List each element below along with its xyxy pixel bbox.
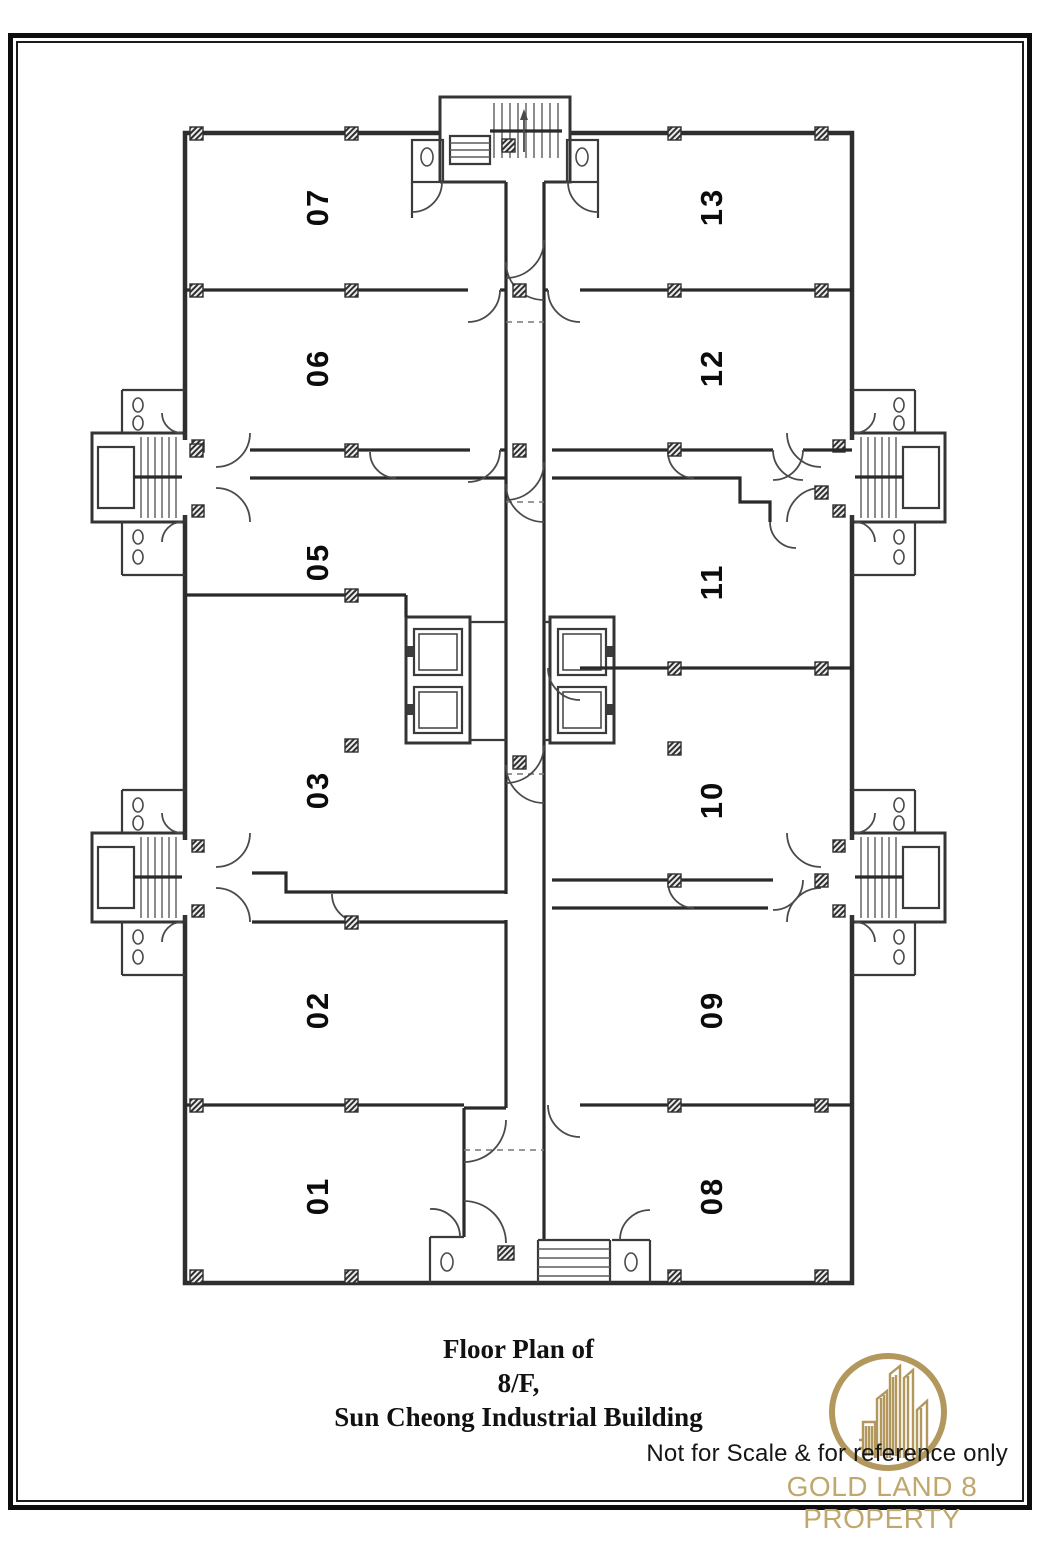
stair-direction-arrow — [520, 109, 528, 120]
building-outline — [182, 130, 855, 1286]
toilet-room-bottom-right — [612, 1209, 652, 1283]
page-border-outer — [8, 33, 1032, 1510]
gold-land-8-logo-icon — [829, 1353, 947, 1471]
central-corridor — [462, 182, 546, 1244]
lift-door-mark — [407, 646, 413, 657]
page-border-inner — [16, 41, 1024, 1502]
unit-label-05: 05 — [300, 543, 335, 581]
unit-label-11: 11 — [694, 564, 729, 601]
elevator-bank-left — [404, 615, 506, 745]
unit-label-10: 10 — [694, 781, 729, 819]
unit-labels: 07 06 05 03 02 01 13 12 11 10 09 08 — [300, 188, 729, 1215]
title-line-3: Sun Cheong Industrial Building — [334, 1402, 703, 1432]
unit-label-01: 01 — [300, 1177, 335, 1215]
logo-circle — [829, 1353, 947, 1471]
column-marker — [501, 138, 516, 153]
right-staircase-upper — [786, 388, 947, 577]
unit-label-07: 07 — [300, 188, 335, 226]
column-markers — [189, 126, 829, 1284]
lift-door-mark — [607, 646, 613, 657]
right-staircase-lower — [786, 788, 947, 977]
brand-wordmark: GOLD LAND 8 PROPERTY — [786, 1471, 978, 1534]
unit-label-08: 08 — [694, 1177, 729, 1215]
toilet-room-top-left — [410, 138, 445, 213]
unit-label-06: 06 — [300, 349, 335, 387]
title-block: Floor Plan of 8/F, Sun Cheong Industrial… — [0, 1332, 1037, 1434]
unit-label-03: 03 — [300, 771, 335, 809]
logo-buildings-icon — [859, 1363, 929, 1458]
title-line-1: Floor Plan of — [443, 1334, 594, 1364]
top-staircase — [410, 95, 600, 218]
unit-dividers-right — [544, 288, 852, 1138]
bottom-staircase — [428, 1208, 652, 1283]
title-line-2: 8/F, — [497, 1368, 540, 1398]
left-staircase-lower — [90, 788, 251, 977]
unit-label-13: 13 — [694, 188, 729, 226]
disclaimer-text: Not for Scale & for reference only — [646, 1440, 1008, 1467]
unit-label-12: 12 — [694, 349, 729, 387]
elevator-bank-right — [544, 615, 616, 745]
unit-label-09: 09 — [694, 991, 729, 1029]
unit-label-02: 02 — [300, 991, 335, 1029]
lift-door-mark — [607, 704, 613, 715]
toilet-room-bottom-left — [428, 1208, 464, 1283]
lift-door-mark — [407, 704, 413, 715]
left-staircase-upper — [90, 388, 251, 577]
toilet-room-top-right — [565, 138, 600, 213]
unit-dividers-left — [185, 288, 506, 1107]
